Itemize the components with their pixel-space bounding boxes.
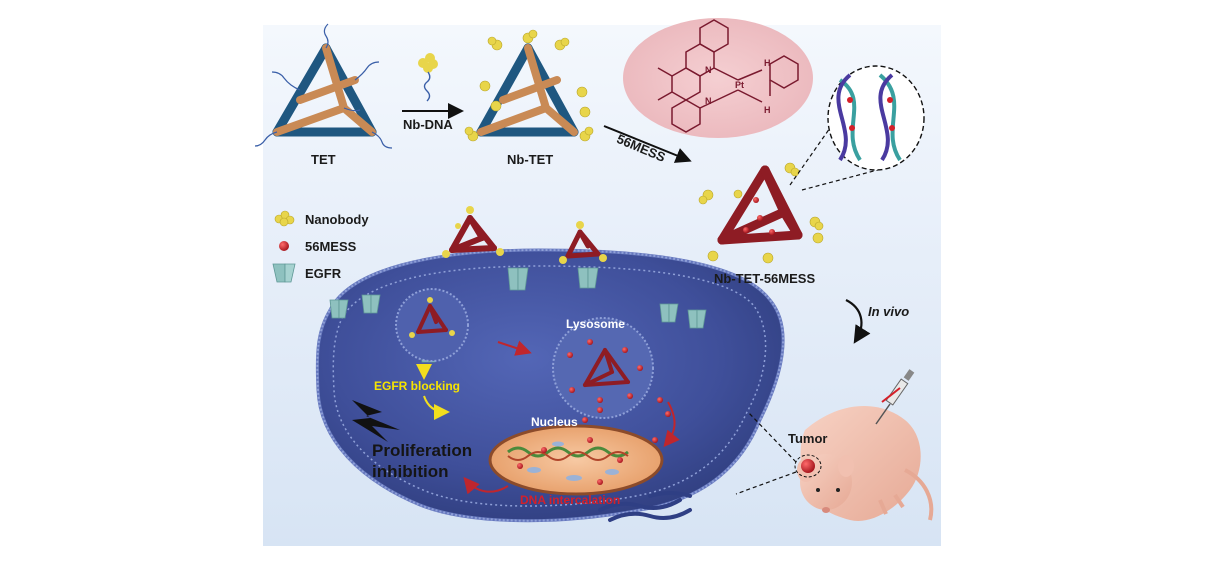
syringe-icon — [875, 369, 915, 425]
chem-n2-label: N — [705, 96, 712, 106]
released-drugs — [582, 397, 671, 443]
dna-intercalation-label: DNA intercalation — [520, 493, 621, 507]
tet-structure — [254, 23, 393, 149]
proliferation-inhibition-label: Proliferation inhibition — [372, 441, 473, 481]
56mess-arrow — [603, 125, 692, 163]
legend-nanobody-label: Nanobody — [305, 212, 369, 227]
nucleus-to-inhibition-arrow — [463, 476, 509, 495]
56mess-chemical-structure — [657, 19, 799, 133]
mouse-illustration — [797, 406, 934, 521]
lysosome — [552, 317, 654, 419]
nb-tet-56mess-structure — [698, 162, 824, 264]
zoom-line-2 — [801, 167, 886, 191]
endosome-to-lysosome-arrow — [497, 340, 532, 356]
tumor-dashed-circle — [794, 454, 822, 478]
bound-nb-tet-1 — [442, 206, 504, 258]
legend-56mess-label: 56MESS — [305, 239, 357, 254]
egfr-blocking-label: EGFR blocking — [374, 379, 461, 393]
bound-nb-tet-2 — [559, 221, 607, 264]
nb-dna-reagent — [418, 53, 438, 102]
tumor-label: Tumor — [788, 431, 828, 446]
lysosome-label: Lysosome — [566, 317, 625, 331]
legend-nanobody-icon — [274, 210, 295, 227]
nb-dna-label: Nb-DNA — [403, 117, 453, 132]
tumor-link-line-1 — [747, 411, 797, 463]
56mess-structure-background — [623, 18, 813, 138]
nucleus-label: Nucleus — [531, 415, 578, 429]
legend-egfr-icon — [272, 263, 296, 283]
egfr-receptors — [329, 267, 707, 363]
tumor-link-line-2 — [735, 471, 797, 495]
chem-pt-label: Pt — [735, 80, 744, 90]
nb-tet-label: Nb-TET — [507, 152, 554, 167]
egfr-blocking-arrow-curve — [423, 395, 450, 420]
nb-tet-structure — [464, 29, 594, 142]
endosome — [395, 288, 469, 362]
chem-h2-bottom-label: H — [764, 105, 771, 115]
cell-membrane-inner — [332, 265, 767, 507]
chem-n1-label: N — [705, 65, 712, 75]
nb-tet-56mess-label: Nb-TET-56MESS — [714, 271, 816, 286]
in-vivo-label: In vivo — [868, 304, 910, 319]
legend-egfr-label: EGFR — [305, 266, 342, 281]
chem-h2-top-label: H — [764, 58, 771, 68]
tumor-marker — [801, 459, 815, 473]
lysosome-to-nucleus-arrow — [663, 401, 680, 448]
nucleus — [488, 424, 664, 496]
in-vivo-arrow — [845, 299, 871, 344]
tet-label: TET — [311, 152, 336, 167]
golgi-apparatus — [598, 491, 692, 522]
lightning-icon — [352, 400, 400, 442]
dna-zoom-circle — [827, 65, 925, 171]
legend-56mess-icon — [279, 241, 289, 251]
